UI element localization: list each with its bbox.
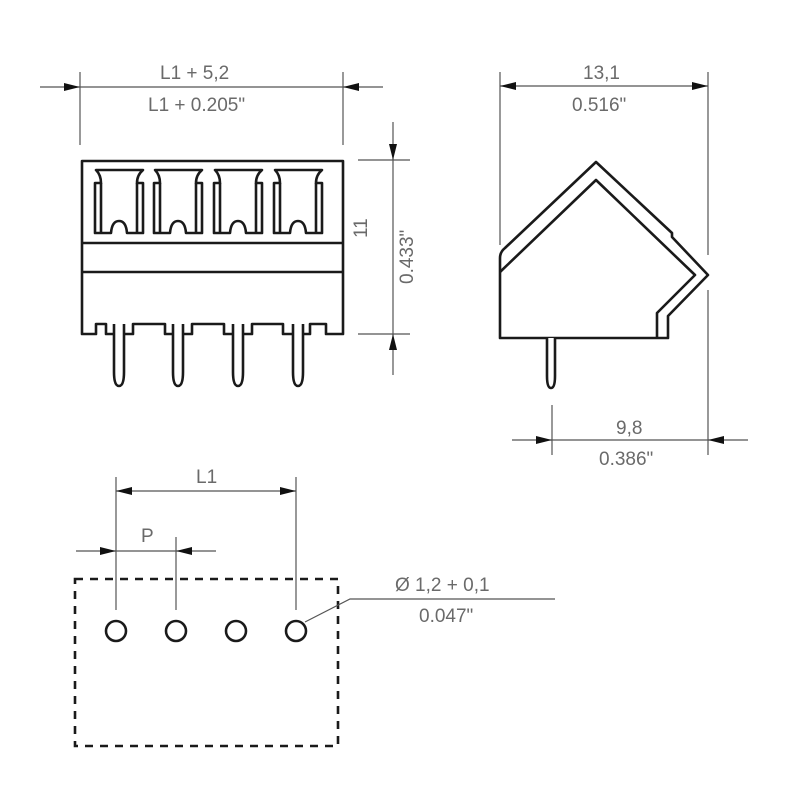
pcb-hole bbox=[104, 619, 128, 643]
hole-diameter-inch-label: 0.047" bbox=[419, 606, 474, 627]
side-view bbox=[498, 72, 748, 455]
side-pin bbox=[545, 338, 557, 390]
wire-entry-cavities bbox=[93, 168, 324, 235]
pcb-hole bbox=[284, 619, 308, 643]
pcb-footprint bbox=[73, 477, 555, 748]
front-view bbox=[40, 72, 410, 388]
footprint-outline bbox=[73, 577, 340, 748]
pin-offset-inch-label: 0.386" bbox=[599, 449, 654, 470]
front-width-inch-label: L1 + 0.205" bbox=[148, 95, 246, 116]
front-height-inch-label: 0.433" bbox=[397, 229, 418, 284]
connector-housing-side bbox=[498, 160, 710, 340]
connector-housing-front bbox=[80, 159, 345, 336]
hole-diameter-mm-label: Ø 1,2 + 0,1 bbox=[395, 575, 490, 596]
pcb-hole bbox=[164, 619, 188, 643]
hole-leader-line bbox=[304, 598, 555, 623]
solder-pins bbox=[112, 324, 305, 388]
footprint-pitch-label: P bbox=[141, 526, 154, 547]
pcb-hole bbox=[224, 619, 248, 643]
side-width-inch-label: 0.516" bbox=[572, 95, 627, 116]
footprint-length-label: L1 bbox=[196, 467, 218, 488]
front-height-mm-label: 11 bbox=[351, 218, 372, 238]
pin-offset-mm-label: 9,8 bbox=[616, 418, 643, 439]
front-width-mm-label: L1 + 5,2 bbox=[160, 63, 230, 84]
side-width-mm-label: 13,1 bbox=[583, 63, 620, 84]
